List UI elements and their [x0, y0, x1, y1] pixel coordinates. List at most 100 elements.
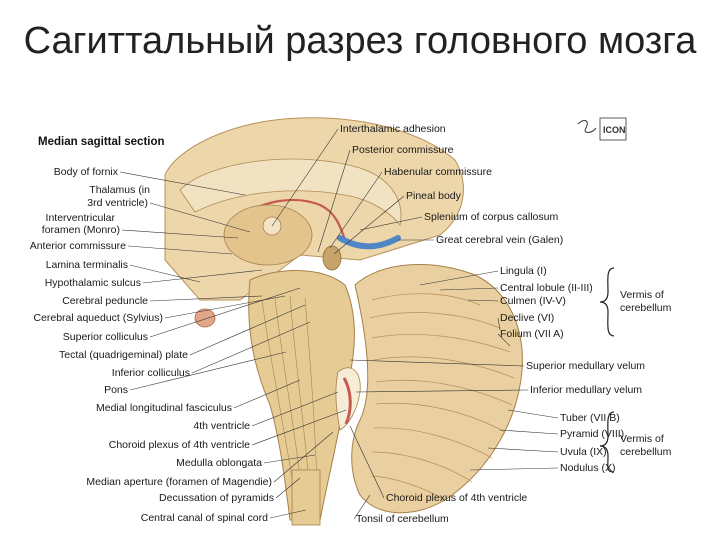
left-leader-line [119, 171, 246, 196]
right-label: Declive (VI) [500, 312, 554, 324]
left-label: 3rd ventricle) [87, 197, 148, 209]
left-label: Body of fornix [54, 166, 119, 178]
right-label: Lingula (I) [500, 265, 547, 277]
right-label: Tuber (VII B) [560, 412, 620, 424]
right-label: Central lobule (II-III) [500, 282, 593, 294]
right-leader-line [317, 149, 351, 253]
left-label: Medial longitudinal fasciculus [96, 402, 232, 414]
left-leader-line [251, 391, 339, 427]
left-leader-line [273, 431, 334, 483]
right-label: Nodulus (X) [560, 462, 615, 474]
right-leader-line [349, 425, 385, 499]
right-label: Posterior commissure [352, 144, 454, 156]
pituitary [194, 308, 216, 328]
left-label: Anterior commissure [30, 240, 126, 252]
right-label: Superior medullary velum [526, 360, 645, 372]
right-leader-line [329, 171, 383, 249]
left-leader-line [121, 229, 239, 239]
left-leader-line [189, 304, 306, 356]
signature-mark [577, 120, 597, 133]
spinal-cord [291, 469, 321, 526]
right-leader-line [359, 216, 423, 231]
left-leader-line [142, 269, 263, 284]
brain-illustration [164, 117, 523, 526]
left-leader-line [191, 321, 311, 374]
right-label: Culmen (IV-V) [500, 295, 566, 307]
right-leader-line [353, 494, 371, 520]
pineal-body [322, 245, 342, 271]
left-label: Thalamus (in [89, 184, 150, 196]
left-label: Median aperture (foramen of Magendie) [86, 476, 272, 488]
left-label: Pons [104, 384, 128, 396]
right-label: Pyramid (VIII) [560, 428, 624, 440]
vermis-braces: Vermis of cerebellum Vermis of cerebellu… [599, 267, 672, 473]
figure-heading: Median sagittal section [38, 136, 165, 148]
right-leader-line [497, 317, 501, 331]
left-label: Cerebral aqueduct (Sylvius) [33, 312, 163, 324]
vermis-label-2: cerebellum [620, 302, 672, 314]
vermis-label-4: cerebellum [620, 446, 672, 458]
vermis-label-1: Vermis of [620, 289, 664, 301]
left-leader-line [275, 477, 301, 499]
right-label: Tonsil of cerebellum [356, 513, 449, 525]
right-label: Inferior medullary velum [530, 384, 642, 396]
right-leader-line [355, 389, 529, 393]
left-label: Hypothalamic sulcus [45, 277, 141, 289]
right-label: Uvula (IX) [560, 446, 607, 458]
left-leader-line [149, 287, 301, 338]
right-leader-line [333, 195, 405, 255]
right-label: Folium (VII A) [500, 328, 564, 340]
right-leader-line [497, 333, 511, 347]
right-label: Interthalamic adhesion [340, 123, 446, 135]
left-label: Cerebral peduncle [62, 295, 148, 307]
right-leader-line [419, 270, 499, 286]
left-leader-line [263, 454, 316, 464]
left-label: Superior colliculus [63, 331, 148, 343]
logo-text: ICON [603, 125, 626, 135]
lower-vermis-brace [599, 411, 615, 473]
left-label: Lamina terminalis [46, 259, 128, 271]
left-label: Medulla oblongata [176, 457, 262, 469]
right-leader-line [499, 429, 559, 435]
left-leader-line [129, 264, 201, 283]
left-label: Central canal of spinal cord [141, 512, 268, 524]
left-leader-line [251, 409, 347, 446]
great-cerebral-vein [337, 235, 401, 250]
right-label: Splenium of corpus callosum [424, 211, 558, 223]
cerebellum [351, 264, 523, 514]
leader-lines [119, 128, 559, 520]
right-leader-line [349, 359, 525, 367]
right-label: Pineal body [406, 190, 462, 202]
left-leader-line [129, 351, 287, 391]
left-leader-line [233, 379, 301, 409]
left-label: Choroid plexus of 4th ventricle [109, 439, 250, 451]
left-leader-line [149, 295, 263, 302]
choroid-plexus [342, 377, 352, 425]
left-label: Interventricular [46, 212, 116, 224]
logo-box [599, 117, 627, 141]
slide-title: Сагиттальный разрез головного мозга [23, 20, 697, 62]
left-label: 4th ventricle [193, 420, 250, 432]
fourth-ventricle [335, 367, 361, 431]
vermis-label-3: Vermis of [620, 433, 664, 445]
thalamus [223, 204, 313, 266]
right-label: Great cerebral vein (Galen) [436, 234, 563, 246]
right-leader-line [467, 299, 499, 302]
right-label: Choroid plexus of 4th ventricle [386, 492, 527, 504]
left-leader-line [149, 202, 251, 233]
left-label: Inferior colliculus [112, 367, 190, 379]
right-leader-line [439, 287, 499, 291]
upper-vermis-brace [599, 267, 615, 337]
right-leader-line [469, 467, 559, 471]
logo: ICON [577, 117, 627, 141]
left-label: Decussation of pyramids [159, 492, 274, 504]
left-label: Tectal (quadrigeminal) plate [59, 349, 188, 361]
right-leader-line [271, 128, 339, 227]
right-leader-line [487, 447, 559, 453]
cerebellar-folia [369, 293, 515, 501]
brainstem [248, 270, 355, 521]
corpus-callosum [179, 158, 402, 226]
